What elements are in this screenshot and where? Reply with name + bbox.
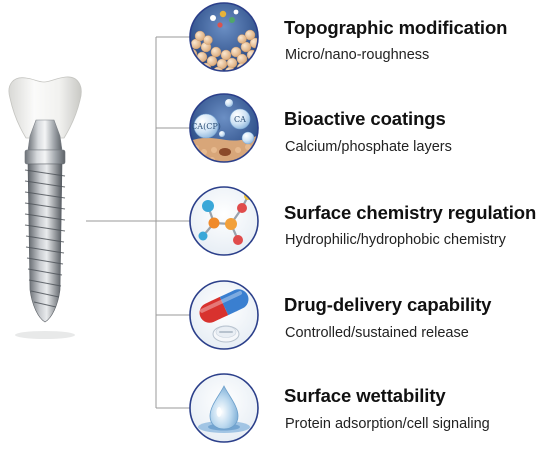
- item-subtitle-topographic: Micro/nano-roughness: [285, 47, 430, 63]
- item-subtitle-chemistry: Hydrophilic/hydrophobic chemistry: [285, 232, 506, 248]
- coating-bubbles-icon: CA(CP) CA: [189, 93, 259, 163]
- item-title-chemistry: Surface chemistry regulation: [284, 202, 537, 223]
- bubble-label-2: CA: [234, 115, 246, 124]
- connector-lines: [86, 36, 190, 409]
- item-title-topographic: Topographic modification: [284, 17, 508, 38]
- item-subtitle-wettability: Protein adsorption/cell signaling: [285, 416, 490, 432]
- molecule-icon: [189, 186, 259, 256]
- item-title-wettability: Surface wettability: [284, 385, 446, 406]
- capsule-pill-icon: [189, 280, 259, 350]
- dental-implant-icon: [8, 76, 82, 339]
- bubble-label-1: CA(CP): [191, 122, 221, 131]
- porous-surface-icon: [189, 2, 259, 72]
- item-title-drug-delivery: Drug-delivery capability: [284, 294, 492, 315]
- item-title-bioactive: Bioactive coatings: [284, 108, 446, 129]
- item-subtitle-bioactive: Calcium/phosphate layers: [285, 139, 452, 155]
- water-drop-icon: [189, 373, 259, 443]
- item-subtitle-drug-delivery: Controlled/sustained release: [285, 325, 469, 341]
